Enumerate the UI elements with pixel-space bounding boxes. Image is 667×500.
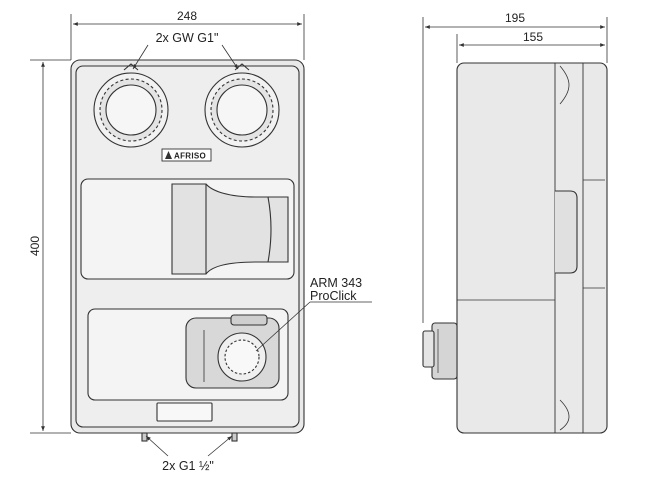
top-connection-label: 2x GW G1" <box>156 31 219 45</box>
side-view <box>422 62 608 434</box>
front-width-label: 248 <box>177 9 197 23</box>
side-body-depth-label: 155 <box>523 30 543 44</box>
right-valve-knob <box>204 63 280 148</box>
front-dimension-lines <box>30 14 372 457</box>
bottom-connection-label: 2x G1 ½" <box>162 459 214 473</box>
side-dimension-lines <box>422 17 608 323</box>
actuator-label-line1: ARM 343 <box>310 276 362 290</box>
actuator-label-line2: ProClick <box>310 289 357 303</box>
svg-text:AFRISO: AFRISO <box>174 152 206 161</box>
side-connector <box>431 322 458 380</box>
front-view <box>70 59 305 442</box>
front-height-label: 400 <box>28 236 42 256</box>
afriso-logo: AFRISO <box>161 148 212 162</box>
left-valve-knob <box>93 63 169 148</box>
side-handle <box>555 190 578 274</box>
side-housing <box>456 62 608 434</box>
pump-body <box>171 183 289 275</box>
bottom-window <box>156 402 213 422</box>
side-total-depth-label: 195 <box>505 11 525 25</box>
